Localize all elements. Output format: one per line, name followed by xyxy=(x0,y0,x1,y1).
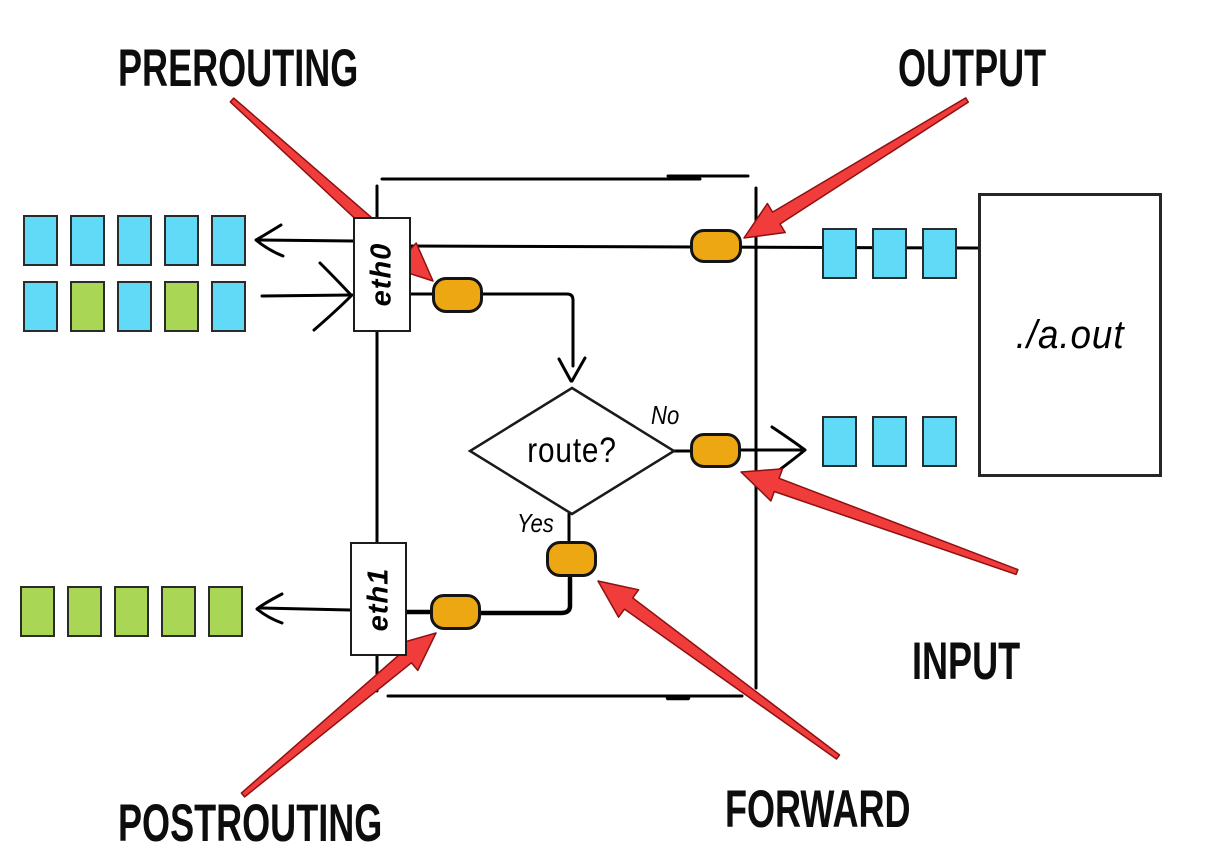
arrowhead-left-eth1-icon xyxy=(255,592,284,625)
kernel-boundary-box xyxy=(375,174,758,701)
postrouting-hook-node xyxy=(430,594,481,630)
local-process-in-packets xyxy=(822,416,957,467)
local-process-box: ./a.out xyxy=(978,193,1162,477)
packet-green xyxy=(161,586,196,637)
output-hook-node xyxy=(690,229,742,263)
postrouting-label: POSTROUTING xyxy=(118,794,383,853)
route-no-label: No xyxy=(651,400,680,430)
route-question-label: route? xyxy=(527,431,617,470)
prerouting-hook-node xyxy=(432,277,483,313)
input-hook-node xyxy=(690,433,741,468)
packet-cyan xyxy=(164,215,199,266)
packet-cyan xyxy=(211,281,246,332)
black-arrowheads xyxy=(254,223,807,625)
lan-in-arrow-line xyxy=(260,293,354,298)
packet-green xyxy=(70,281,105,332)
packet-cyan xyxy=(872,228,907,279)
lan-incoming-packets-row2 xyxy=(23,281,246,332)
forward-down-line xyxy=(478,575,573,616)
route-yes-label: Yes xyxy=(517,508,554,538)
packet-cyan xyxy=(70,215,105,266)
packet-cyan xyxy=(117,281,152,332)
packet-cyan xyxy=(822,416,857,467)
eth0-interface-box: eth0 xyxy=(353,217,411,332)
packet-green xyxy=(164,281,199,332)
process-name-label: ./a.out xyxy=(1015,312,1125,357)
input-label: INPUT xyxy=(912,632,1021,691)
packet-green xyxy=(67,586,102,637)
packet-cyan xyxy=(922,228,957,279)
packet-cyan xyxy=(922,416,957,467)
forward-callout-arrow xyxy=(597,580,841,760)
packet-cyan xyxy=(211,215,246,266)
input-callout-arrow xyxy=(740,468,1019,576)
postrouting-callout-arrow xyxy=(240,632,437,798)
eth0-label: eth0 xyxy=(365,242,398,307)
lan-outgoing-packets-row xyxy=(20,586,243,637)
packet-cyan xyxy=(872,416,907,467)
prerouting-to-route-line xyxy=(405,292,575,368)
packet-green xyxy=(20,586,55,637)
packet-green xyxy=(114,586,149,637)
output-callout-arrow xyxy=(743,97,970,239)
prerouting-label: PREROUTING xyxy=(118,39,359,98)
forward-label: FORWARD xyxy=(725,780,911,839)
eth1-interface-box: eth1 xyxy=(350,542,407,656)
packet-green xyxy=(208,586,243,637)
arrowhead-into-eth0-icon xyxy=(312,261,353,332)
packet-cyan xyxy=(23,281,58,332)
arrowhead-left-icon xyxy=(254,223,285,258)
packet-cyan xyxy=(822,228,857,279)
red-callout-arrows xyxy=(229,97,1019,798)
lan-incoming-packets-row1 xyxy=(23,215,246,266)
lan-out-top-arrow-line xyxy=(257,238,355,243)
packet-cyan xyxy=(23,215,58,266)
route-decision-diamond xyxy=(467,386,677,516)
forward-hook-node xyxy=(546,541,597,577)
arrowhead-down-to-route-icon xyxy=(557,356,587,383)
eth1-label: eth1 xyxy=(362,567,395,631)
packet-cyan xyxy=(117,215,152,266)
eth1-out-arrow-line xyxy=(259,606,352,612)
output-label: OUTPUT xyxy=(898,39,1047,98)
local-process-out-packets xyxy=(822,228,957,279)
